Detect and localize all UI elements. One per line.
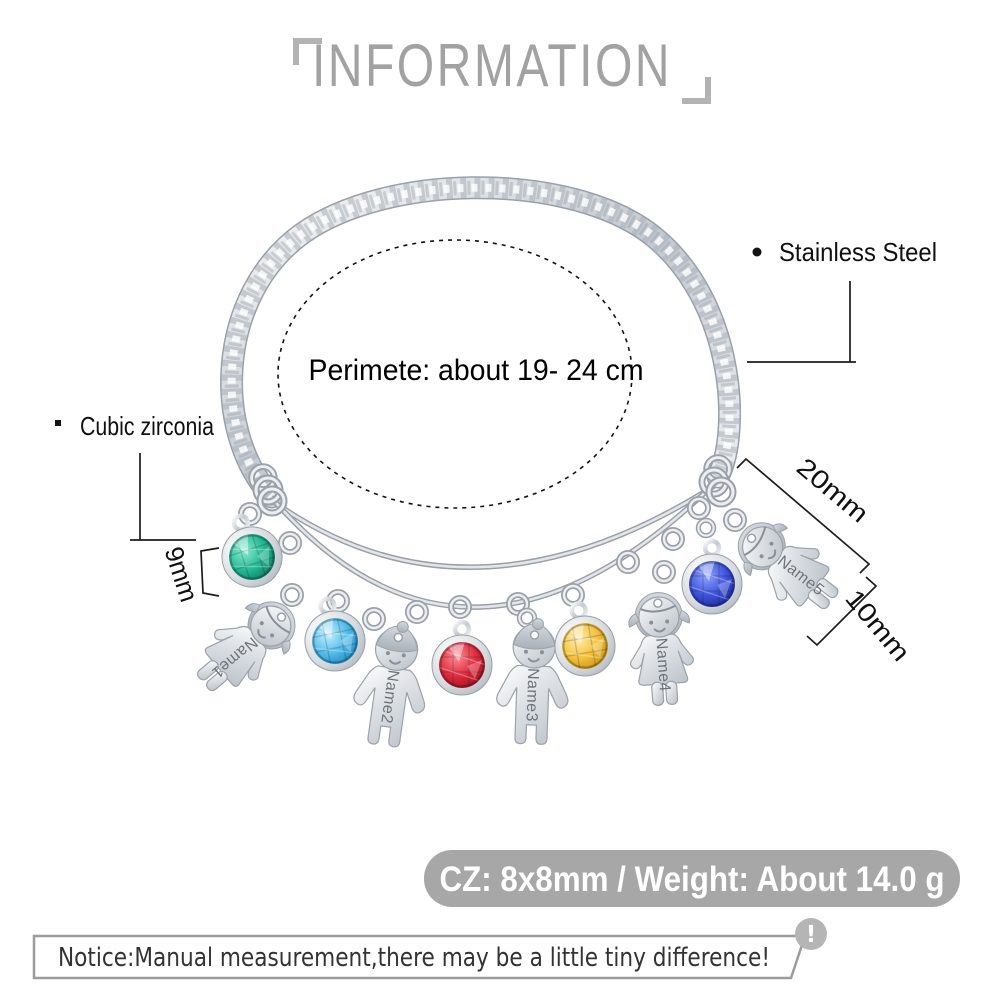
exclamation-icon: !	[795, 918, 827, 950]
spec-banner-bg	[424, 850, 960, 907]
gem-gold	[548, 598, 620, 680]
callout-stone: Cubic zirconia	[55, 411, 214, 541]
gem-aqua	[297, 593, 371, 677]
gem-blue	[682, 541, 742, 614]
charm-engraving-name4: Name4	[652, 637, 673, 692]
measure-9mm-label: 9mm	[159, 543, 205, 606]
gem-green	[210, 507, 290, 595]
perimeter-label: Perimete: about 19- 24 cm	[309, 354, 644, 387]
measure-stone-9mm: 9mm	[159, 543, 220, 606]
charm-boy-name2: Name2	[346, 615, 437, 752]
callout-stone-label: Cubic zirconia	[80, 411, 214, 441]
charm-boy-name3: Name3	[494, 616, 572, 747]
measure-9mm-bracket	[200, 547, 220, 597]
callout-material-line	[747, 281, 856, 363]
gem-red	[432, 622, 492, 695]
perimeter-ellipse	[277, 239, 633, 509]
measure-10mm-label: 10mm	[839, 583, 916, 667]
bullet-square-icon	[55, 420, 61, 426]
exclamation-glyph: !	[806, 922, 817, 948]
bangle-wire	[268, 479, 719, 610]
measure-20mm-bracket	[736, 457, 871, 574]
charm-girl-name4: Name4	[624, 589, 698, 709]
notice-text: Notice:Manual measurement,there may be a…	[58, 943, 770, 973]
bangle-rope	[220, 176, 741, 509]
measure-20mm-label: 20mm	[791, 452, 875, 529]
page-title: INFORMATION	[312, 32, 672, 99]
notice-bar: Notice:Manual measurement,there may be a…	[32, 918, 827, 980]
callout-material: Stainless Steel	[747, 237, 937, 363]
measure-10mm-bracket	[806, 576, 878, 647]
charm-engraving-name3: Name3	[523, 668, 542, 723]
title: INFORMATION	[293, 32, 711, 104]
title-bracket-top-left	[293, 38, 322, 65]
bullet-dot-icon	[752, 247, 762, 257]
spec-banner: CZ: 8x8mm / Weight: About 14.0 g	[424, 850, 960, 907]
callout-material-label: Stainless Steel	[779, 237, 937, 267]
bracelet-photo: Name1 Name2 Name3 Name4 Name5	[182, 176, 853, 752]
notice-bar-frame	[32, 934, 807, 980]
title-bracket-bottom-right	[682, 77, 711, 104]
callout-stone-line	[130, 453, 196, 541]
spec-banner-text: CZ: 8x8mm / Weight: About 14.0 g	[440, 860, 945, 899]
